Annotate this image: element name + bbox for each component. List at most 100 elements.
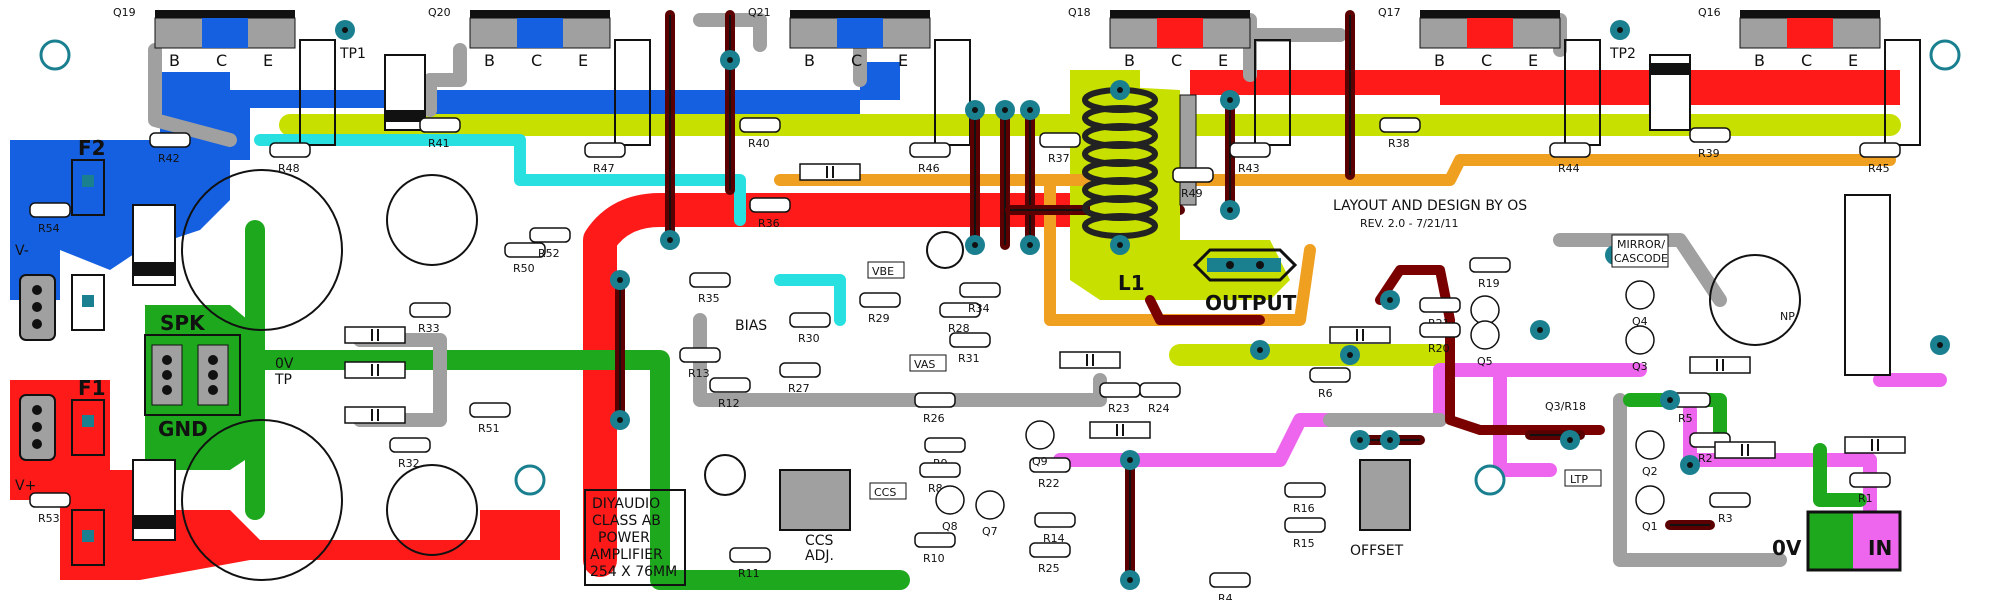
transistor-q7: Q7 [975, 490, 1005, 538]
resistor-r22: R22 [1029, 457, 1071, 490]
svg-text:R33: R33 [418, 322, 440, 335]
offset-trimmer[interactable] [1359, 459, 1411, 531]
pin-label: E [898, 51, 908, 70]
resistor-r52: R52 [529, 227, 571, 260]
svg-text:R2: R2 [1698, 452, 1713, 465]
svg-text:R38: R38 [1388, 137, 1410, 150]
capacitor-c5 [704, 454, 746, 496]
capacitor-c3 [1689, 356, 1751, 374]
vplus-label: V+ [15, 478, 36, 494]
mounting-holes [39, 39, 1961, 496]
green-ground-trace [245, 220, 910, 590]
svg-text:Q1: Q1 [1642, 520, 1658, 533]
pin-label: B [1754, 51, 1765, 70]
resistor-r48: R48 [269, 142, 311, 175]
svg-text:R29: R29 [868, 312, 890, 325]
svg-text:R37: R37 [1048, 152, 1070, 165]
svg-text:MIRROR/: MIRROR/ [1617, 238, 1665, 251]
pin-label: C [1801, 51, 1812, 70]
svg-text:R54: R54 [38, 222, 60, 235]
svg-text:R44: R44 [1558, 162, 1580, 175]
svg-text:R26: R26 [923, 412, 945, 425]
mirror-cascode-box: MIRROR/ CASCODE [1611, 234, 1669, 268]
pin-label: B [1434, 51, 1445, 70]
resistor-r33: R33 [409, 302, 451, 335]
ov-tp-line1: 0V [275, 356, 294, 372]
svg-text:Q8: Q8 [942, 520, 958, 533]
resistor-r50: R50 [504, 242, 546, 275]
output-label: OUTPUT [1205, 291, 1297, 315]
capacitor-c13 [181, 419, 343, 581]
capacitor-c6 [1329, 326, 1391, 344]
transistor-q8: Q8 [935, 485, 965, 533]
tp1-label: TP1 [339, 46, 366, 62]
svg-text:R30: R30 [798, 332, 820, 345]
output-connector[interactable] [1192, 248, 1298, 282]
vas-label-box: VAS [909, 354, 947, 372]
svg-text:R25: R25 [1038, 562, 1060, 575]
resistor-r49: R49 [1172, 167, 1214, 200]
credit-line1: LAYOUT AND DESIGN BY OS [1333, 198, 1527, 214]
svg-text:Q5: Q5 [1477, 355, 1493, 368]
jumper-links [615, 10, 1715, 585]
resistor-r23: R23 [1099, 382, 1141, 415]
tp2-label: TP2 [1609, 46, 1636, 62]
diode-d5 [384, 54, 426, 131]
svg-text:Q9: Q9 [1032, 455, 1048, 468]
svg-text:R39: R39 [1698, 147, 1720, 160]
resistor-r19: R19 [1469, 257, 1511, 290]
capacitor-c11 [386, 464, 478, 556]
resistor-r39: R39 [1689, 127, 1731, 160]
darkred-trace [1145, 265, 1605, 435]
f2-label: F2 [78, 136, 106, 160]
resistor-r40: R40 [739, 117, 781, 150]
svg-text:R47: R47 [593, 162, 615, 175]
ccs-adj-line2: ADJ. [805, 548, 834, 564]
resistor-r5: R5 [1669, 392, 1711, 425]
svg-text:R15: R15 [1293, 537, 1315, 550]
ccs-trimmer[interactable] [779, 469, 851, 531]
power-connector-vplus[interactable] [19, 394, 56, 461]
resistor-r15: R15 [1284, 517, 1326, 550]
input-connector[interactable] [1806, 510, 1902, 572]
speaker-connector[interactable] [144, 334, 241, 416]
resistor-r45: R45 [1859, 142, 1901, 175]
pin-label: C [1171, 51, 1182, 70]
vminus-label: V- [15, 243, 29, 259]
svg-text:VAS: VAS [914, 358, 935, 371]
transistor-ref: Q21 [748, 6, 771, 19]
svg-text:R53: R53 [38, 512, 60, 525]
spk-label: SPK [160, 311, 206, 335]
capacitor-c8 [1059, 351, 1121, 369]
ov-in-label: 0V [1772, 536, 1802, 560]
resistor-r3: R3 [1709, 492, 1751, 525]
pin-label: E [1848, 51, 1858, 70]
resistor-r36: R36 [749, 197, 791, 230]
pin-label: C [531, 51, 542, 70]
resistor-r27: R27 [779, 362, 821, 395]
pink-in-pad [1850, 512, 1900, 570]
svg-text:R28: R28 [948, 322, 970, 335]
svg-text:R51: R51 [478, 422, 500, 435]
small-components: R42R48R41R47R40R46R37R43R38R44R39R45R36R… [29, 117, 1906, 600]
svg-text:R35: R35 [698, 292, 720, 305]
svg-text:254 X 76MM: 254 X 76MM [590, 564, 677, 580]
svg-text:R36: R36 [758, 217, 780, 230]
transistor-ref: Q16 [1698, 6, 1721, 19]
svg-text:R43: R43 [1238, 162, 1260, 175]
pin-label: E [1528, 51, 1538, 70]
np-label: NP [1780, 310, 1795, 323]
resistor-r26: R26 [914, 392, 956, 425]
resistor-r54: R54 [29, 202, 71, 235]
svg-text:VBE: VBE [872, 265, 894, 278]
vias [335, 20, 1950, 590]
power-connector-vminus[interactable] [19, 274, 56, 341]
resistor-r44: R44 [1549, 142, 1591, 175]
svg-text:Q3: Q3 [1632, 360, 1648, 373]
svg-text:R3: R3 [1718, 512, 1733, 525]
capacitor-c10 [344, 406, 406, 424]
svg-text:AMPLIFIER: AMPLIFIER [590, 547, 663, 563]
